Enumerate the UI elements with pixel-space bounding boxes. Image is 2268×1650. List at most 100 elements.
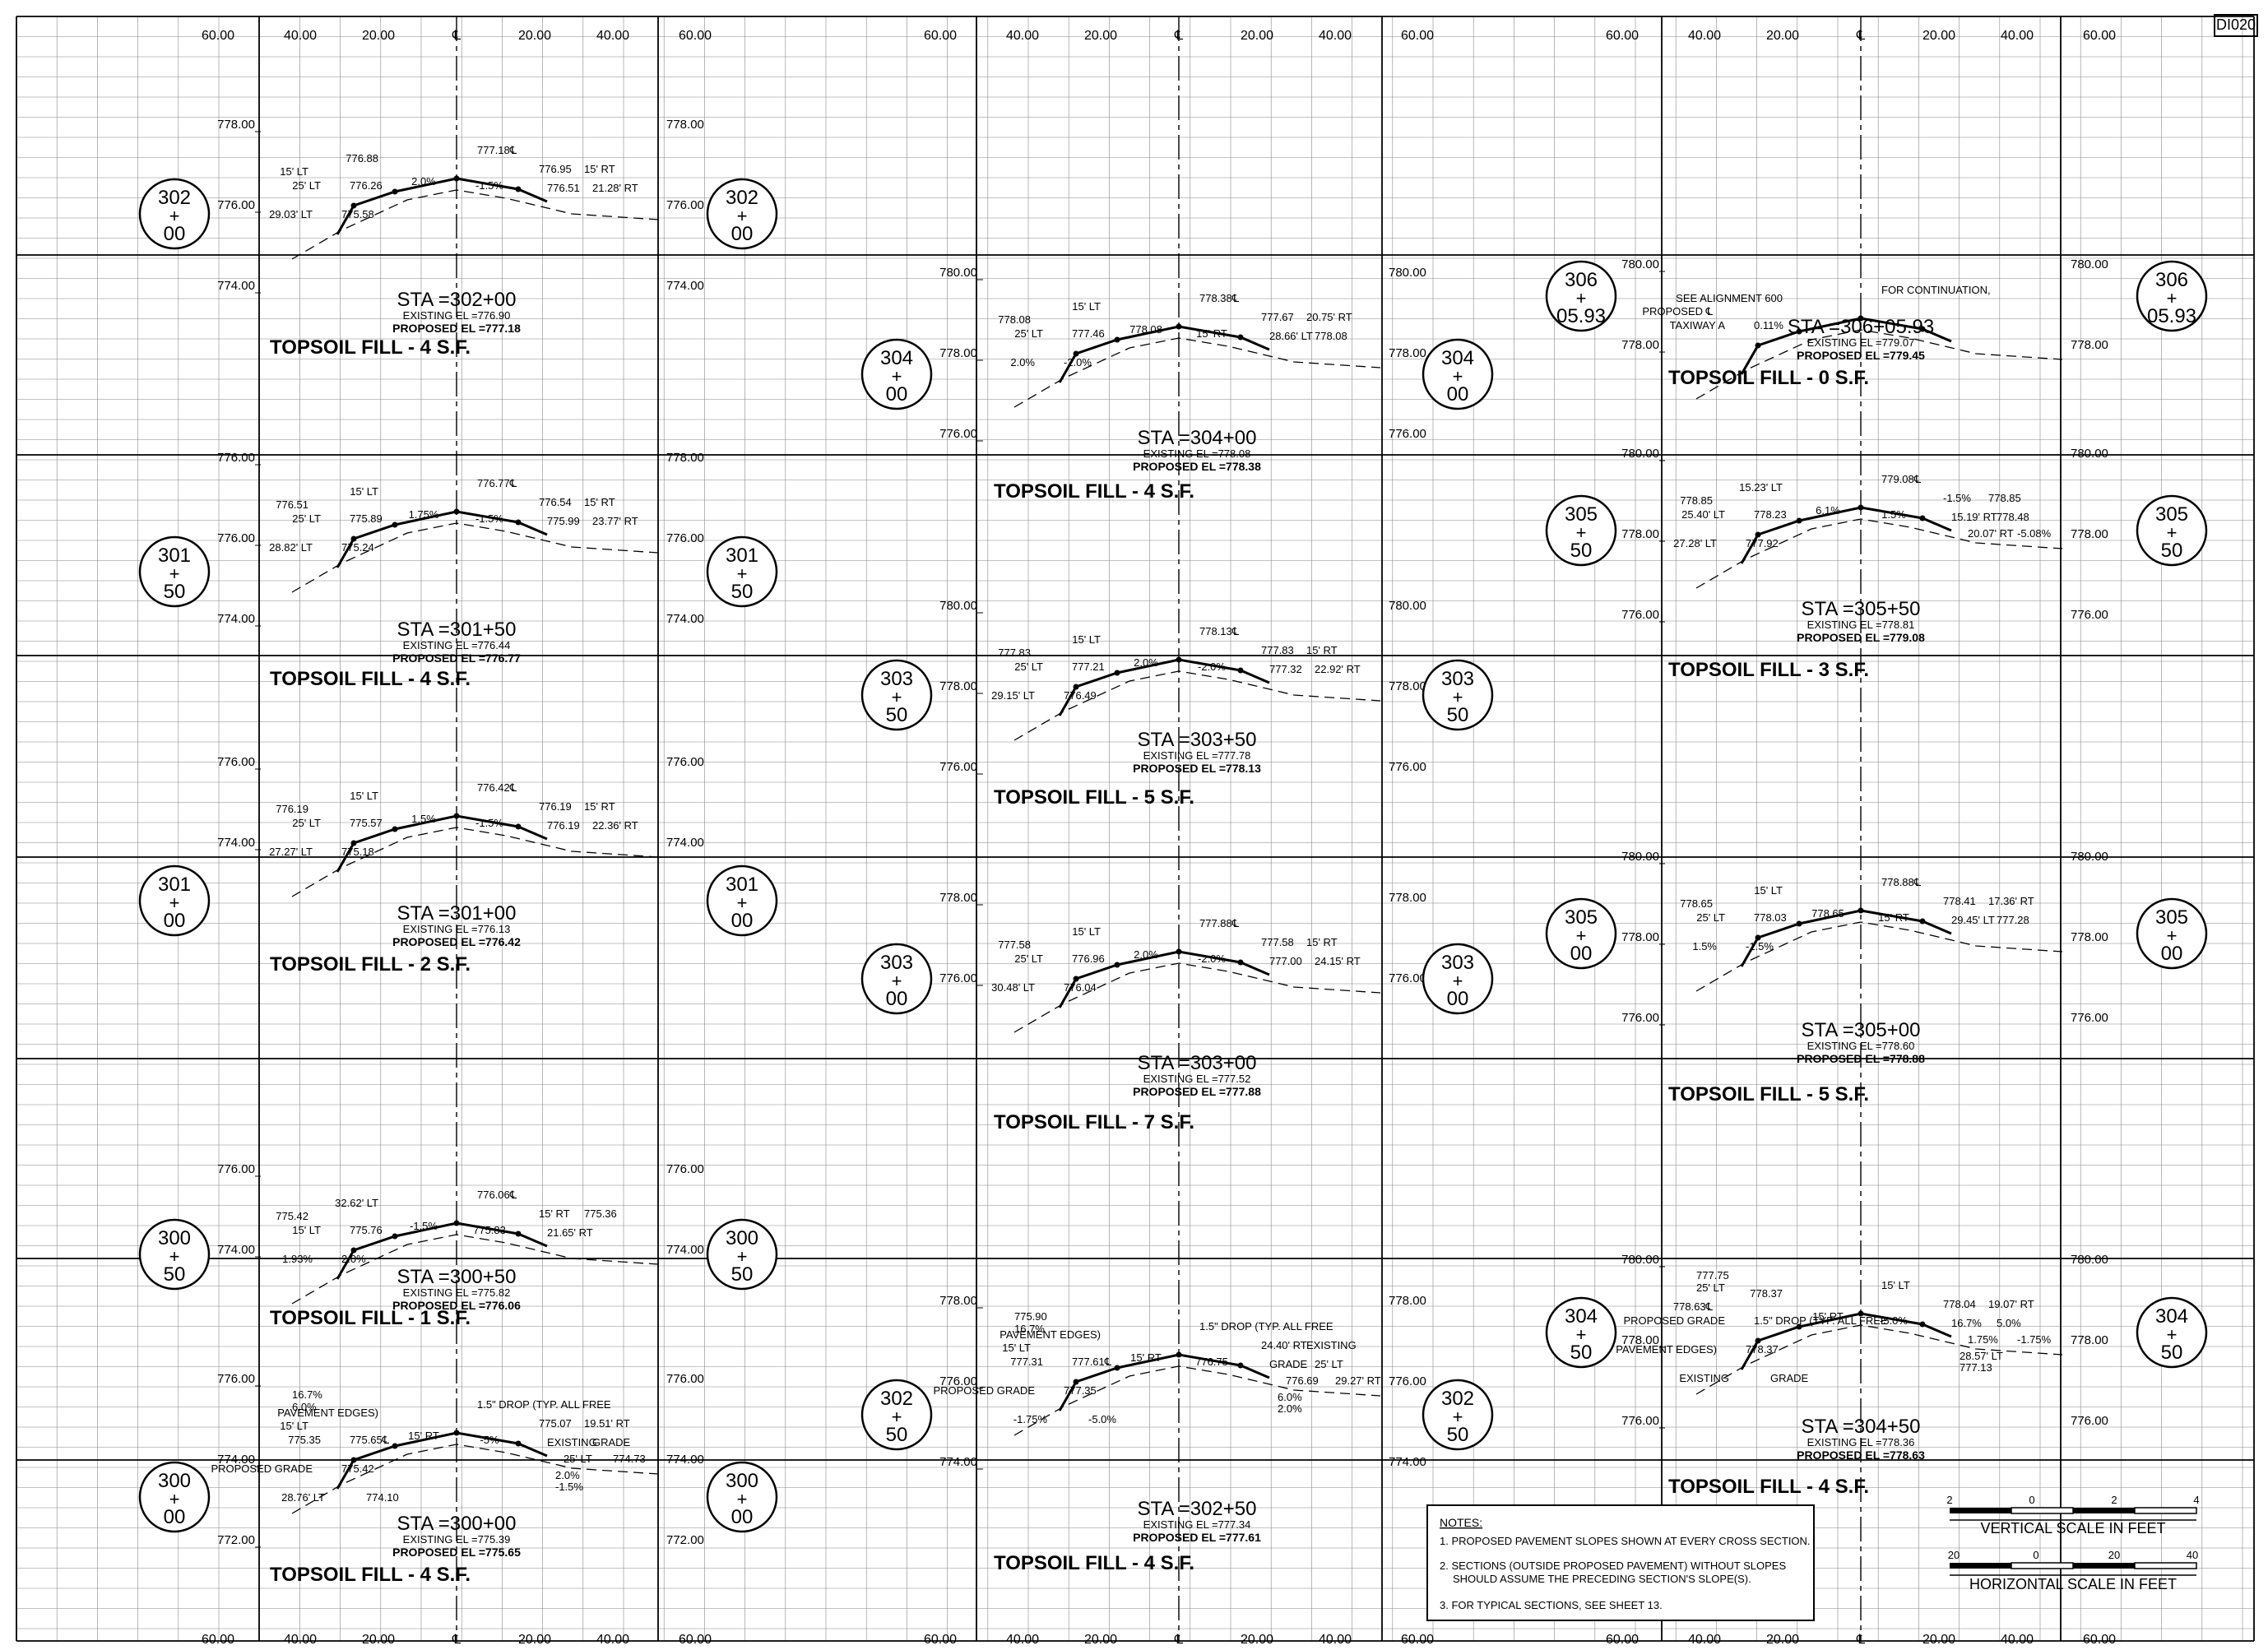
station-bubble-plus: +: [1576, 288, 1587, 308]
station-bubble-plus: +: [1453, 971, 1463, 991]
callout-label: PROPOSED GRADE: [211, 1462, 313, 1475]
callout-label: -1.75%: [1013, 1413, 1048, 1425]
callout-label: 776.19: [539, 800, 572, 813]
callout-label: GRADE: [1269, 1358, 1308, 1370]
callout-label: 2.0%: [1134, 656, 1158, 669]
topsoil-fill: TOPSOIL FILL - 5 S.F.: [994, 786, 1194, 809]
grade-point: [1114, 1365, 1120, 1371]
axis-tick-top: 40.00: [1006, 29, 1039, 43]
elevation-left: 776.00: [939, 971, 977, 985]
grade-point: [1176, 948, 1182, 955]
callout-label: 778.65: [1680, 897, 1713, 910]
callout-label: 778.23: [1754, 508, 1787, 521]
axis-tick-bottom: ℄: [1856, 1633, 1866, 1647]
callout-label: 22.92' RT: [1315, 663, 1361, 675]
existing-grade: [1013, 337, 1381, 408]
elevation-right: 778.00: [2071, 527, 2108, 541]
callout-label: 775.58: [341, 208, 374, 220]
callout-label: 776.96: [1072, 952, 1105, 965]
grade-point: [515, 1440, 522, 1447]
station-bubble-plus: +: [1576, 925, 1587, 946]
callout-label: 25' LT: [564, 1453, 592, 1465]
elevation-right: 776.00: [1389, 427, 1426, 441]
grade-point: [515, 186, 522, 192]
station-bubble: [706, 1218, 778, 1291]
elevation-right: 778.00: [2071, 338, 2108, 352]
callout-label: 775.42: [341, 1462, 374, 1475]
station-bubble-bottom: 05.93: [2147, 305, 2196, 327]
grade-point: [1073, 976, 1079, 982]
station-bubble-top: 300: [158, 1470, 191, 1492]
callout-label: 15' LT: [1072, 633, 1101, 646]
axis-tick-top: 60.00: [1606, 29, 1639, 43]
station-label: STA =302+50: [1137, 1498, 1256, 1520]
cross-section-300+50: 776.00774.00776.00774.00300+50300+50776.…: [138, 1162, 778, 1329]
note-2b: SHOULD ASSUME THE PRECEDING SECTION'S SL…: [1453, 1573, 1751, 1585]
grade-point: [1073, 1379, 1079, 1385]
callout-label: 15' RT: [539, 1207, 570, 1220]
callout-label: 778.37: [1750, 1287, 1783, 1300]
callout-label: 15' RT: [1306, 936, 1338, 948]
callout-label: 775.99: [547, 515, 580, 527]
station-bubble: [860, 659, 933, 731]
callout-label: PROPOSED GRADE: [933, 1384, 1035, 1397]
callout-label: 776.51: [276, 498, 308, 511]
grade-point: [515, 823, 522, 830]
station-bubble-plus: +: [169, 206, 180, 226]
existing-elevation: EXISTING EL =778.81: [1807, 619, 1915, 631]
proposed-elevation: PROPOSED EL =777.18: [392, 322, 521, 335]
topsoil-fill: TOPSOIL FILL - 2 S.F.: [270, 953, 471, 976]
grade-point: [350, 840, 357, 846]
station-bubble-plus: +: [892, 366, 902, 387]
station-bubble-bottom: 00: [164, 1506, 186, 1528]
station-bubble: [1545, 1296, 1617, 1369]
callout-label: 778.08: [1129, 323, 1162, 336]
hscale-tick-2: 20: [2108, 1549, 2120, 1561]
elevation-left: 780.00: [939, 599, 977, 613]
elevation-right: 776.00: [2071, 608, 2108, 622]
elevation-right: 776.00: [1389, 971, 1426, 985]
callout-label: 777.13: [1960, 1361, 1992, 1374]
notes-title: NOTES:: [1440, 1516, 1482, 1529]
existing-elevation: EXISTING EL =778.08: [1143, 447, 1251, 460]
callout-label: 1.5%: [411, 813, 436, 825]
callout-label: 778.63℄: [1673, 1300, 1714, 1313]
elevation-left: 778.00: [1621, 527, 1659, 541]
proposed-elevation: PROPOSED EL =778.13: [1133, 762, 1261, 775]
axis-tick-bottom: 20.00: [1766, 1633, 1799, 1647]
axis-labels: DI020 60.0060.0040.0040.0020.0020.00℄℄20…: [202, 14, 2258, 1647]
elevation-right: 774.00: [666, 836, 704, 850]
station-label: STA =302+00: [397, 289, 516, 311]
callout-label: 16.7%: [1951, 1317, 1982, 1329]
station-bubble-top: 304: [2155, 1305, 2188, 1328]
axis-tick-bottom: 40.00: [596, 1633, 629, 1647]
cross-section-305+00: 780.00778.00776.00780.00778.00776.00305+…: [1545, 850, 2208, 1105]
elevation-left: 776.00: [939, 760, 977, 774]
existing-elevation: EXISTING EL =777.34: [1143, 1518, 1251, 1531]
grade-point: [392, 188, 398, 195]
callout-label: -5.0%: [1880, 1314, 1908, 1327]
station-bubble-top: 303: [880, 668, 913, 690]
cross-section-305+50: 780.00778.00776.00780.00778.00776.00305+…: [1545, 447, 2208, 681]
station-bubble-top: 304: [1565, 1305, 1598, 1328]
grade-point: [392, 1443, 398, 1449]
callout-label: 776.49: [1064, 689, 1097, 702]
elevation-left: 776.00: [1621, 1011, 1659, 1025]
proposed-grade: [336, 510, 548, 568]
topsoil-fill: TOPSOIL FILL - 0 S.F.: [1668, 367, 1869, 389]
callout-label: 15.23' LT: [1739, 481, 1783, 494]
cross-section-302+00: 778.00776.00774.00778.00776.00774.00302+…: [138, 118, 778, 359]
station-bubble-top: 301: [158, 874, 191, 896]
callout-label: -2.0%: [1064, 356, 1092, 368]
callout-label: 778.38℄: [1199, 292, 1240, 304]
callout-label: -5.08%: [2017, 527, 2052, 540]
callout-label: 778.03: [1754, 911, 1787, 924]
station-bubble-bottom: 00: [731, 1506, 754, 1528]
callout-label: 1.5%: [1881, 508, 1906, 521]
existing-elevation: EXISTING EL =778.36: [1807, 1436, 1915, 1448]
existing-grade: [1695, 921, 2063, 992]
topsoil-fill: TOPSOIL FILL - 7 S.F.: [994, 1111, 1194, 1133]
callout-label: 775.35: [288, 1434, 321, 1446]
elevation-right: 776.00: [666, 1372, 704, 1386]
station-bubble-top: 305: [2155, 503, 2188, 526]
